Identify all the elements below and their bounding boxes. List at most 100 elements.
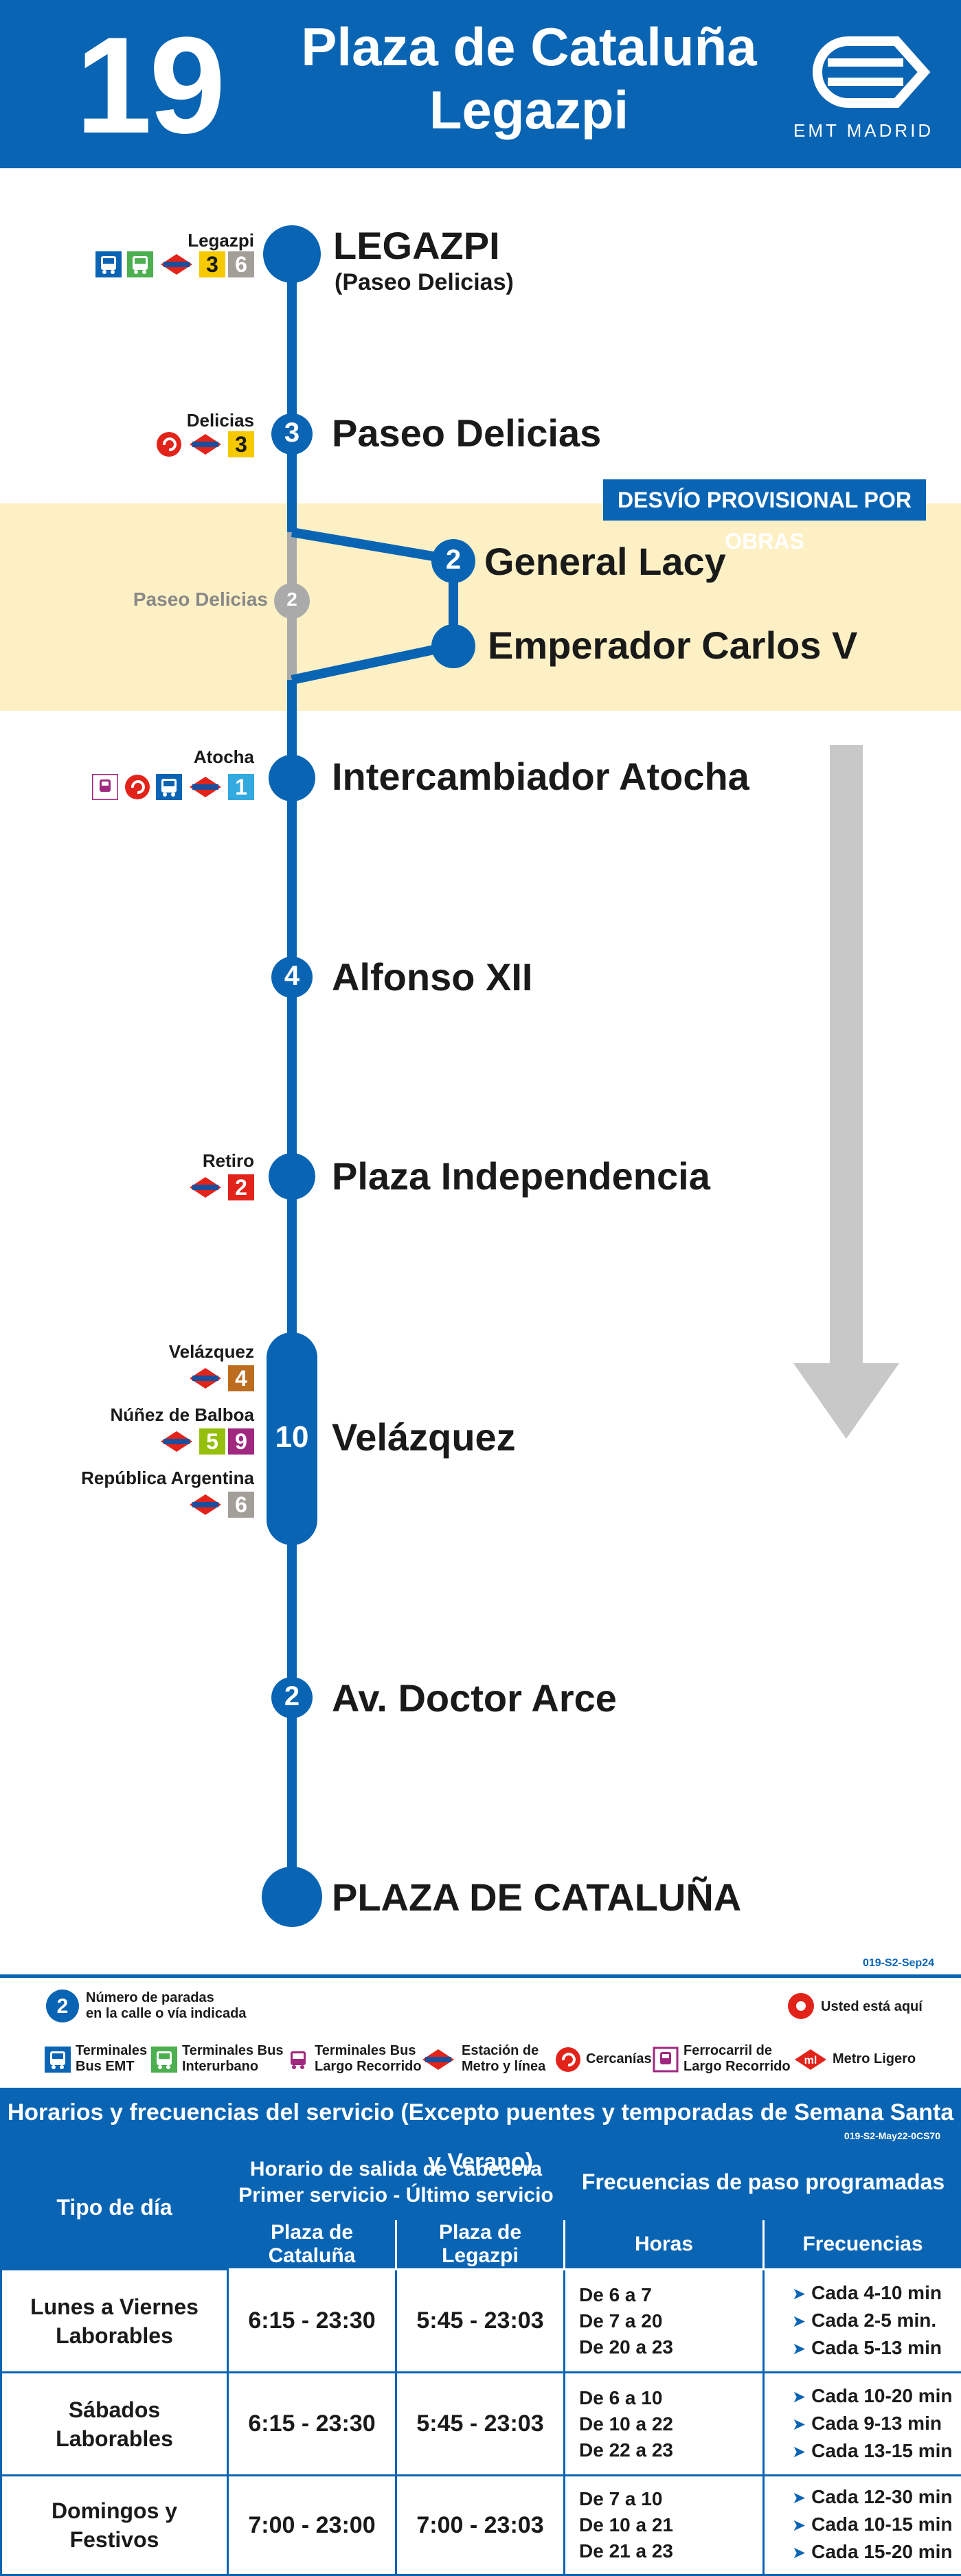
day-type: Sábados Laborables <box>1 2373 228 2476</box>
connection-icons: 4 <box>34 1365 254 1395</box>
connection-label: Atocha <box>48 746 254 768</box>
stop-count: 2 <box>271 1681 313 1712</box>
connection-icons: 2 <box>34 1174 254 1205</box>
metro-icon <box>188 774 223 800</box>
svg-text:2: 2 <box>57 1995 69 2018</box>
ferrocarril-largo-recorrido-icon <box>92 774 118 800</box>
freq-cell: ➤Cada 4-10 min ➤Cada 2-5 min. ➤Cada 5-13… <box>764 2270 961 2373</box>
stop-name: Intercambiador Atocha <box>332 754 749 799</box>
cercanias-icon <box>555 2047 581 2073</box>
connection-icons: 6 <box>34 1492 254 1522</box>
legend-top-rule <box>0 1974 961 1978</box>
metro-line-badge: 5 <box>199 1428 225 1455</box>
metro-line-badge: 6 <box>228 251 254 277</box>
metro-icon <box>419 2047 457 2073</box>
arrow-icon: ➤ <box>792 2388 806 2406</box>
col-day-type: Tipo de día <box>1 2145 228 2270</box>
stop-name: Av. Doctor Arce <box>332 1676 617 1720</box>
sub-freq: Frecuencias <box>764 2220 961 2270</box>
metro-icon <box>188 1174 223 1200</box>
col-frequencies: Frecuencias de paso programadas <box>565 2145 961 2220</box>
detour-branch-line <box>292 532 453 680</box>
stop-name: LEGAZPI <box>333 223 500 268</box>
schedule-title: Horarios y frecuencias del servicio (Exc… <box>0 2088 961 2144</box>
stop-name: Alfonso XII <box>332 955 532 999</box>
stop-subtitle: (Paseo Delicias) <box>335 269 514 296</box>
stop-plaza-independencia <box>269 1153 315 1200</box>
ferrocarril-largo-recorrido-icon <box>653 2047 679 2073</box>
metro-icon <box>188 1365 223 1391</box>
departure-legazpi: 7:00 - 23:03 <box>396 2476 565 2575</box>
metro-line-badge: 4 <box>228 1365 254 1391</box>
metro-line-badge: 3 <box>199 251 225 277</box>
stop-name: PLAZA DE CATALUÑA <box>332 1875 741 1919</box>
bus-interurbano-icon <box>127 251 153 277</box>
connection-icons: 3 <box>34 431 254 461</box>
table-row: Sábados Laborables 6:15 - 23:30 5:45 - 2… <box>1 2373 961 2476</box>
route-line-segment-top <box>287 251 297 532</box>
connection-label: República Argentina <box>48 1468 254 1489</box>
stop-emperador-carlos-v <box>431 624 475 668</box>
sub-from-legazpi: Plaza de Legazpi <box>396 2220 565 2270</box>
cercanias-icon <box>156 431 182 457</box>
departure-cataluna: 6:15 - 23:30 <box>228 2270 396 2373</box>
departure-legazpi: 5:45 - 23:03 <box>396 2270 565 2373</box>
bus-emt-icon <box>95 251 122 277</box>
legend-item: Terminales Bus Largo Recorrido <box>315 2043 422 2075</box>
stop-count: 2 <box>433 545 474 575</box>
legend-item: Metro Ligero <box>833 2051 916 2067</box>
stop-count-skipped: 2 <box>275 589 309 611</box>
table-row: Lunes a Viernes Laborables 6:15 - 23:30 … <box>1 2270 961 2373</box>
stop-name: Emperador Carlos V <box>488 623 857 668</box>
stop-count: 3 <box>271 418 313 448</box>
stop-intercambiador-atocha <box>269 755 315 801</box>
legend: 2 Número de paradas en la calle o vía in… <box>41 1988 934 2084</box>
direction-arrow-icon <box>793 1363 899 1439</box>
arrow-icon: ➤ <box>792 2340 806 2358</box>
metro-icon <box>159 251 194 277</box>
you-are-here-icon <box>787 1992 815 2020</box>
legend-you-are-here: Usted está aquí <box>821 1999 923 2015</box>
stop-name: General Lacy <box>484 539 726 584</box>
connection-label: Delicias <box>48 410 254 431</box>
day-type: Lunes a Viernes Laborables <box>1 2270 228 2373</box>
schedule-section: Horarios y frecuencias del servicio (Exc… <box>0 2088 961 2558</box>
hours-cell: De 6 a 10 De 10 a 22 De 22 a 23 <box>565 2373 764 2476</box>
stop-name: Plaza Independencia <box>332 1154 710 1198</box>
arrow-icon: ➤ <box>792 2443 806 2461</box>
metro-line-badge: 9 <box>228 1428 254 1455</box>
legend-item: Cercanías <box>586 2051 652 2067</box>
metro-line-badge: 6 <box>228 1492 254 1518</box>
freq-cell: ➤Cada 10-20 min ➤Cada 9-13 min ➤Cada 13-… <box>764 2373 961 2476</box>
arrow-icon: ➤ <box>792 2544 806 2562</box>
connection-icons: 1 <box>34 774 254 804</box>
stop-name: Paseo Delicias <box>332 411 601 455</box>
metro-icon <box>159 1428 194 1455</box>
svg-text:ml: ml <box>804 2055 817 2066</box>
arrow-icon: ➤ <box>792 2516 806 2535</box>
stop-count-icon: 2 <box>45 1988 80 2024</box>
arrow-icon: ➤ <box>792 2312 806 2331</box>
table-row: Domingos y Festivos 7:00 - 23:00 7:00 - … <box>1 2476 961 2575</box>
metro-ligero-icon: ml <box>793 2047 828 2073</box>
legend-item: Ferrocarril de Largo Recorrido <box>683 2043 791 2075</box>
cercanias-icon <box>124 774 150 800</box>
day-type: Domingos y Festivos <box>1 2476 228 2575</box>
hours-cell: De 7 a 10 De 10 a 21 De 21 a 23 <box>565 2476 764 2575</box>
sub-from-cataluna: Plaza de Cataluña <box>228 2220 396 2270</box>
stop-terminal-legazpi <box>263 225 321 283</box>
connection-label: Velázquez <box>48 1341 254 1363</box>
connection-label: Legazpi <box>48 230 254 251</box>
bus-largo-recorrido-icon <box>285 2047 311 2073</box>
sub-hours: Horas <box>565 2220 764 2270</box>
connection-label: Núñez de Balboa <box>48 1404 254 1426</box>
legend-item: Estación de Metro y línea <box>462 2043 545 2075</box>
connection-label: Retiro <box>48 1150 254 1172</box>
stop-count: 4 <box>271 961 313 992</box>
skipped-stop-label: Paseo Delicias <box>103 589 268 611</box>
departure-legazpi: 5:45 - 23:03 <box>396 2373 565 2476</box>
bus-interurbano-icon <box>151 2047 177 2073</box>
arrow-icon: ➤ <box>792 2489 806 2507</box>
